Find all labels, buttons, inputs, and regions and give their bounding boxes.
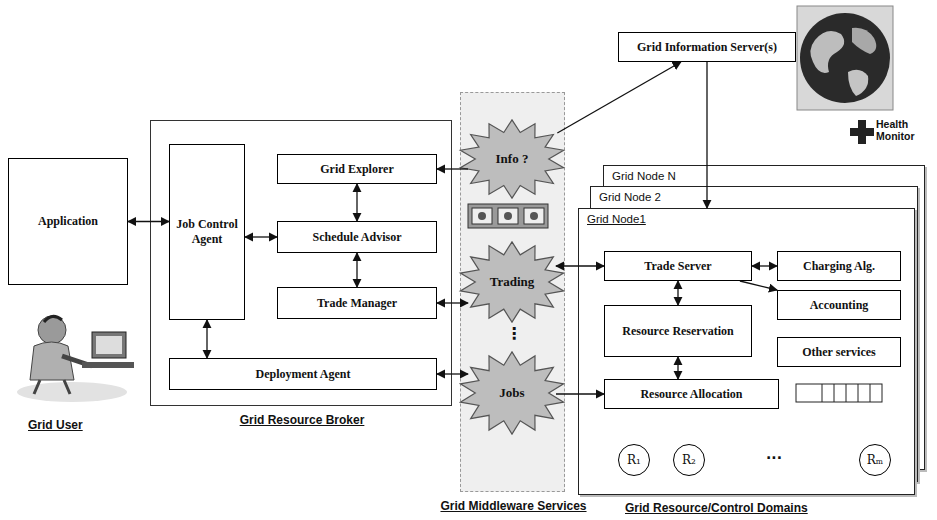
connector-arrow	[437, 168, 468, 169]
node-label: Resource Allocation	[640, 387, 742, 402]
service-box: Resource Reservation	[604, 305, 752, 357]
node-label: Other services	[802, 345, 875, 360]
connector-arrow	[752, 265, 777, 266]
group-heading: Grid Middleware Services	[361, 499, 666, 513]
middleware-band: Info ?TradingJobsGrid Middleware Service…	[460, 92, 565, 492]
node-label: Schedule Advisor	[312, 230, 401, 245]
node-label: Trade Server	[644, 259, 711, 274]
connector-arrow	[677, 281, 678, 305]
job-queue-icon	[796, 384, 882, 402]
node-label: Application	[38, 214, 98, 229]
node-label: Jobs	[499, 385, 524, 401]
connector-arrow	[437, 302, 468, 303]
connector-arrow	[437, 373, 468, 374]
grid-node-panel: Trade Server Charging Alg. AccountingResou…	[578, 208, 915, 495]
connector-arrow	[556, 393, 604, 394]
node-label: Deployment Agent	[256, 367, 351, 382]
connector-arrow	[556, 265, 604, 266]
node-label: Rₘ	[867, 453, 883, 467]
connector-arrow	[128, 221, 169, 222]
service-burst: Trading	[458, 241, 566, 323]
ellipsis-mark: ⋮	[506, 324, 522, 343]
actor-label: Grid User	[28, 418, 83, 432]
server-box: Grid Information Server(s)	[618, 32, 796, 62]
resource-circle: Rₘ	[859, 444, 891, 476]
resource-circle: R₂	[673, 444, 705, 476]
connector-arrow	[356, 184, 357, 221]
connector-arrow	[557, 62, 681, 133]
node-label: Charging Alg.	[803, 259, 875, 274]
node-label: R₂	[682, 453, 696, 467]
agent-box: Deployment Agent	[169, 358, 437, 390]
application-box: Application	[8, 158, 128, 285]
ellipsis-mark: ···	[766, 450, 782, 466]
node-label: R₁	[627, 453, 641, 467]
connector-arrow	[356, 253, 357, 287]
process-box: Schedule Advisor	[277, 221, 437, 253]
globe-picture	[797, 6, 893, 110]
connector-arrow	[677, 357, 678, 379]
node-label: Resource Reservation	[622, 324, 733, 339]
node-label: Grid Explorer	[320, 162, 393, 177]
group-heading: Grid Node1	[579, 209, 654, 229]
node-label: Info ?	[496, 151, 529, 167]
node-label: Accounting	[810, 298, 869, 313]
service-burst: Jobs	[458, 351, 566, 435]
resource-circle: R₁	[618, 444, 650, 476]
connector-arrow	[740, 281, 777, 290]
service-box: Resource Allocation	[604, 379, 779, 409]
node-label: Job Control Agent	[175, 217, 239, 247]
node-label: Trading	[490, 274, 535, 290]
connector-arrow	[706, 62, 707, 208]
node-label: Trade Manager	[317, 296, 397, 311]
group-heading: Grid Resource Broker	[51, 413, 553, 427]
connector-arrow	[206, 320, 207, 358]
agent-box: Job Control Agent	[169, 144, 245, 320]
money-icon	[468, 204, 548, 228]
service-box: Other services	[777, 337, 901, 367]
service-box: Accounting	[777, 290, 901, 320]
group-heading: Grid Node 2	[591, 187, 669, 207]
process-box: Grid Explorer	[277, 154, 437, 184]
health-monitor-icon	[850, 120, 874, 144]
connector-arrow	[245, 236, 277, 237]
grid-user-figure	[17, 316, 134, 402]
node-label: Grid Information Server(s)	[637, 40, 777, 55]
process-box: Trade Manager	[277, 287, 437, 319]
broker-container: Job Control Agent Grid ExplorerSchedule A…	[150, 120, 452, 406]
service-burst: Info ?	[458, 119, 566, 199]
service-box: Trade Server	[604, 251, 752, 281]
domain-label: Grid Resource/Control Domains	[625, 501, 808, 515]
service-box: Charging Alg.	[777, 251, 901, 281]
group-heading: Grid Node N	[604, 166, 684, 186]
icon-label: Health Monitor	[876, 118, 934, 142]
